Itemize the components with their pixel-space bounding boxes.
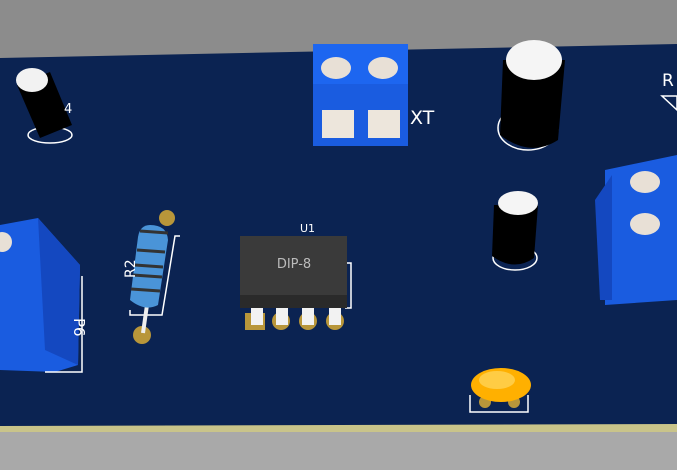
board-edge (0, 424, 677, 432)
terminal-top-label: XT (410, 107, 435, 129)
capacitor-left: 4 (16, 68, 73, 144)
background-floor (0, 430, 677, 470)
resistor-label: R2 (123, 259, 139, 278)
terminal-block-left: P6 (0, 218, 88, 373)
terminal-block-top: XT (313, 44, 435, 146)
silk-triangle (660, 95, 677, 112)
capacitor-left-label: 4 (64, 102, 72, 117)
resistor-r2: R2 (123, 210, 180, 344)
ic-u1: DIP-8 (240, 236, 352, 330)
right-partial-label: R (662, 71, 674, 91)
ic-body-label: DIP-8 (277, 257, 311, 272)
terminal-block-right (595, 155, 677, 305)
led (469, 368, 531, 413)
terminal-left-label: P6 (70, 318, 88, 337)
capacitor-small (492, 191, 538, 271)
capacitor-large (497, 40, 565, 151)
ic-ref-label: U1 (300, 222, 315, 235)
